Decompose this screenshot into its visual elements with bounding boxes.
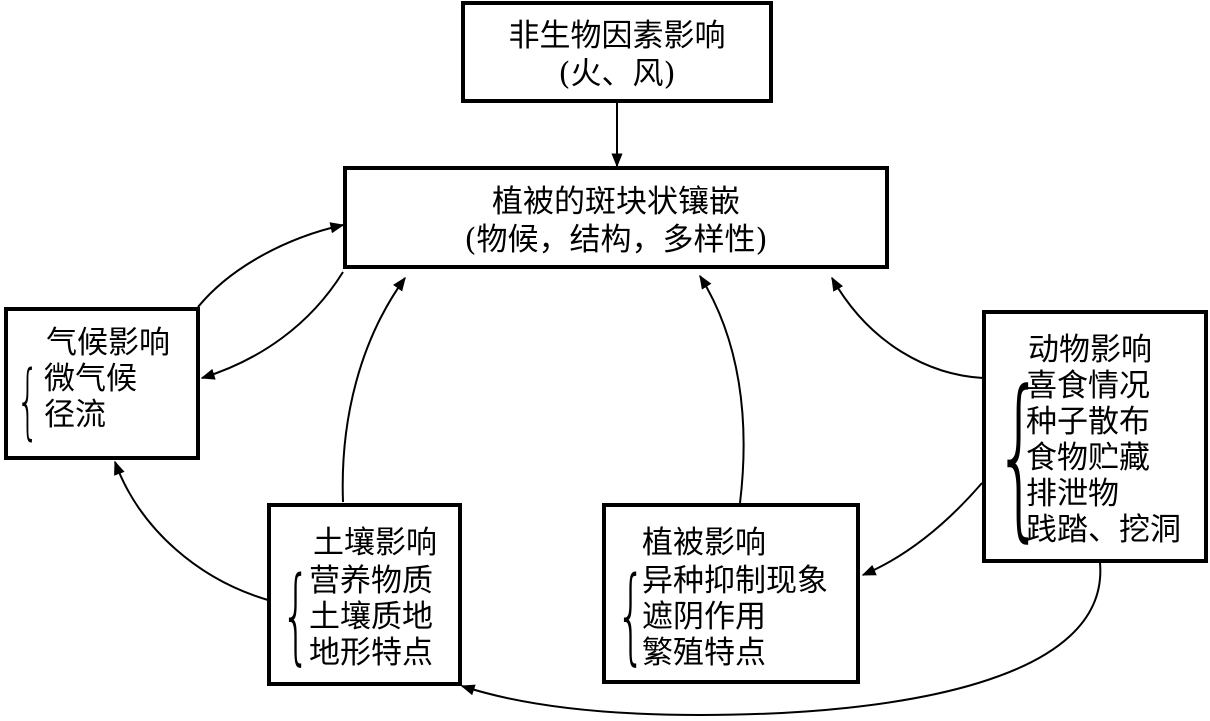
soil-item: 营养物质: [309, 563, 433, 599]
vegetation-mosaic-box: 植被的斑块状镶嵌 (物候，结构，多样性): [343, 166, 889, 269]
animal-item: 食物贮藏: [1026, 440, 1150, 476]
abiotic-subtitle: (火、风): [558, 56, 676, 92]
soil-box: 土壤影响 { 营养物质 土壤质地 地形特点: [267, 503, 462, 686]
climate-brace: {: [16, 354, 40, 449]
animal-item: 喜食情况: [1026, 368, 1150, 404]
arrow-animal-to-soil: [460, 562, 1102, 717]
animal-item: 种子散布: [1026, 404, 1150, 440]
arrow-plant-to-vegetation: [699, 274, 745, 504]
plant-items: 异种抑制现象 遮阴作用 繁殖特点: [642, 563, 828, 671]
plant-item: 繁殖特点: [642, 635, 766, 671]
arrow-soil-to-vegetation: [341, 276, 406, 503]
climate-item: 径流: [44, 397, 106, 433]
plant-brace: {: [616, 554, 646, 676]
soil-brace: {: [281, 554, 311, 676]
animal-brace: {: [994, 353, 1045, 558]
plant-influence-box: 植被影响 { 异种抑制现象 遮阴作用 繁殖特点: [602, 503, 860, 684]
soil-title: 土壤影响: [313, 525, 437, 561]
arrow-climate-to-vegetation: [197, 222, 345, 308]
soil-item: 地形特点: [309, 635, 433, 671]
animal-items: 喜食情况 种子散布 食物贮藏 排泄物 践踏、挖洞: [1026, 368, 1181, 548]
climate-title: 气候影响: [46, 325, 170, 361]
plant-title: 植被影响: [642, 525, 766, 561]
vegetation-mosaic-subtitle: (物候，结构，多样性): [464, 222, 768, 258]
plant-item: 异种抑制现象: [642, 563, 828, 599]
soil-items: 营养物质 土壤质地 地形特点: [309, 563, 433, 671]
animal-item: 排泄物: [1026, 476, 1119, 512]
animal-title: 动物影响: [1028, 332, 1152, 368]
abiotic-title: 非生物因素影响: [508, 18, 726, 54]
arrow-soil-to-climate: [114, 460, 269, 601]
vegetation-mosaic-title: 植被的斑块状镶嵌: [492, 184, 740, 220]
arrow-animal-to-plant: [861, 482, 983, 576]
arrow-vegetation-to-climate: [200, 271, 344, 380]
climate-box: 气候影响 { 微气候 径流: [4, 307, 200, 460]
climate-items: 微气候 径流: [44, 361, 137, 433]
arrow-animal-to-vegetation: [831, 276, 984, 379]
animal-item: 践踏、挖洞: [1026, 512, 1181, 548]
plant-item: 遮阴作用: [642, 599, 766, 635]
soil-item: 土壤质地: [309, 599, 433, 635]
climate-item: 微气候: [44, 361, 137, 397]
abiotic-factors-box: 非生物因素影响 (火、风): [461, 1, 773, 103]
animal-influence-box: 动物影响 { 喜食情况 种子散布 食物贮藏 排泄物 践踏、挖洞: [982, 310, 1208, 563]
